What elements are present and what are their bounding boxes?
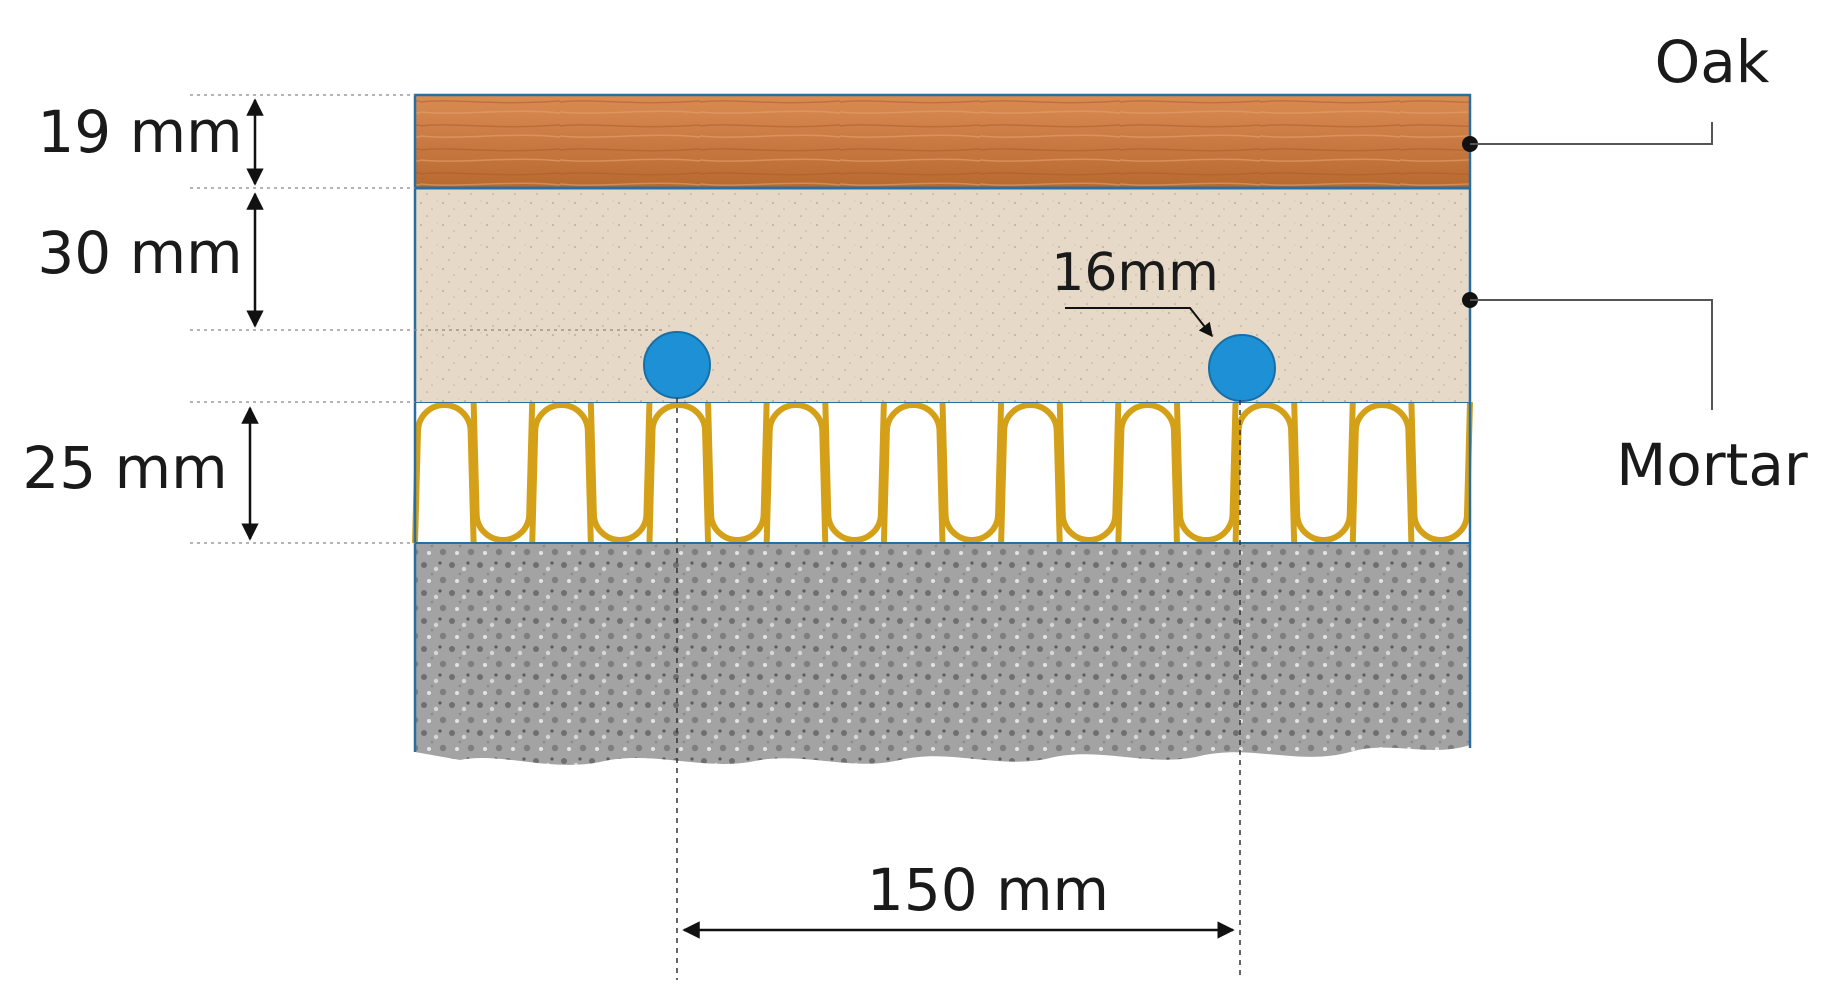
- insulation-loop: [1115, 401, 1180, 544]
- insulation-loop: [412, 401, 477, 544]
- concrete-layer: [415, 543, 1470, 765]
- pipe-spacing-label: 150 mm: [867, 856, 1109, 924]
- insulation-loop: [1349, 401, 1415, 544]
- mortar-callout-line: [1470, 299, 1713, 410]
- mortar-callout-label: Mortar: [1616, 431, 1808, 499]
- insulation-loop: [939, 401, 1005, 544]
- insulation-loop: [529, 401, 594, 544]
- insulation-loop: [470, 401, 536, 544]
- insulation-layer: [412, 401, 1473, 544]
- oak-callout-line: [1470, 122, 1713, 145]
- pipe-diameter-label: 16mm: [1051, 243, 1218, 303]
- oak-layer: [415, 95, 1470, 190]
- insulation-loop: [705, 401, 770, 544]
- mortar-thickness-label: 30 mm: [37, 219, 242, 287]
- section-outline: [413, 93, 1472, 752]
- oak-thickness-label: 19 mm: [37, 98, 242, 166]
- pipe-left: [643, 331, 711, 399]
- insulation-loop: [763, 401, 829, 544]
- insulation-loop: [646, 402, 712, 544]
- insulation-loop: [1173, 401, 1239, 543]
- insulation-loop: [1056, 401, 1122, 544]
- oak-callout-label: Oak: [1655, 28, 1770, 96]
- insulation-loop: [880, 401, 946, 544]
- insulation-thickness-label: 25 mm: [22, 434, 227, 502]
- insulation-loop: [1291, 401, 1356, 544]
- insulation-loop: [998, 401, 1063, 544]
- pipe-diameter-leader: [1065, 307, 1213, 338]
- insulation-loop: [587, 401, 653, 544]
- pipe-right: [1208, 334, 1276, 402]
- thickness-guides: [190, 94, 665, 544]
- mortar-layer: [415, 188, 1470, 402]
- insulation-loop: [1408, 401, 1473, 544]
- insulation-loop: [822, 401, 887, 544]
